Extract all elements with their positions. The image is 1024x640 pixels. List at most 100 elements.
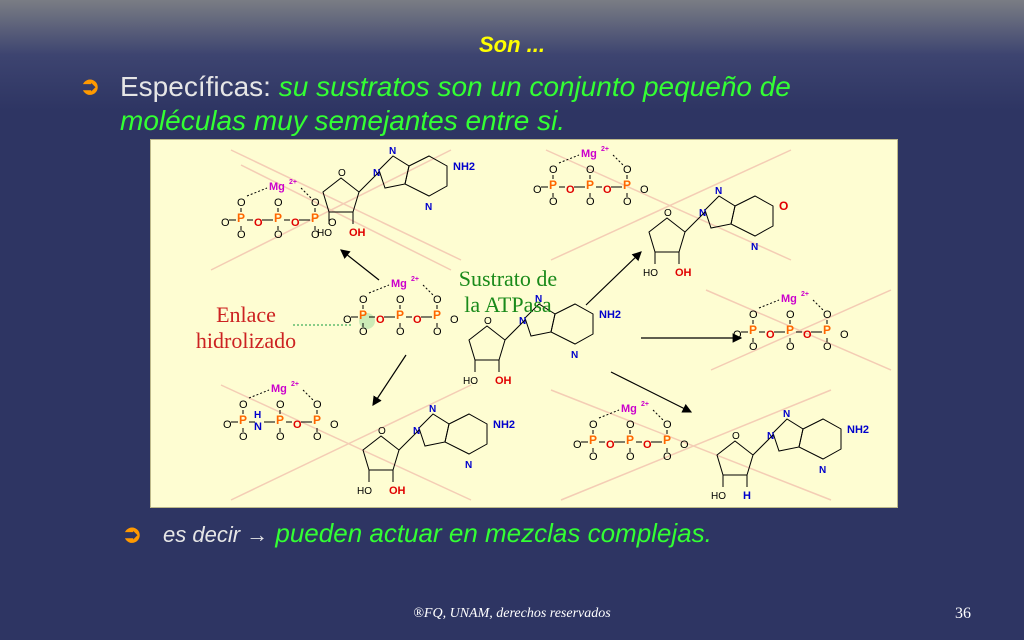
hydroxyl-oh: OH	[349, 227, 366, 239]
bridge-oxygen: O	[376, 314, 385, 326]
pyrimidine-ring	[730, 195, 774, 237]
nitrogen-atom: N	[429, 404, 436, 415]
carbonyl-o: O	[779, 199, 788, 213]
oxygen-atom: O	[626, 451, 635, 463]
phosphorus-atom: P	[237, 211, 245, 225]
nitrogen-atom: N	[571, 350, 578, 361]
oxygen-atom: O	[396, 294, 405, 306]
oxygen-atom: O	[749, 309, 758, 321]
oxygen-atom: O	[626, 419, 635, 431]
oxygen-atom: O	[221, 217, 230, 229]
pyrimidine-ring	[404, 155, 448, 197]
bridge-oxygen: O	[803, 329, 812, 341]
bullet-arrow-icon-2: ➲	[122, 521, 143, 548]
oxygen-atom: O	[274, 197, 283, 209]
bullet-es-decir: es decir → pueden actuar en mezclas comp…	[163, 518, 712, 549]
bond-line	[398, 429, 420, 451]
oxygen-atom: O	[450, 314, 459, 326]
oxygen-atom: O	[433, 294, 442, 306]
oxygen-atom: O	[313, 431, 322, 443]
pyrimidine-ring	[798, 418, 842, 460]
deoxy-h: H	[743, 490, 751, 502]
bond-line	[302, 389, 314, 401]
nitrogen-atom: N	[715, 186, 722, 197]
mg-label: Mg	[581, 148, 597, 160]
oxygen-atom: O	[640, 184, 649, 196]
imidazole-ring	[772, 418, 804, 452]
bond-line	[758, 299, 780, 309]
oxygen-atom: O	[786, 309, 795, 321]
slide-title: Son ...	[479, 32, 545, 57]
bridge-oxygen: O	[606, 439, 615, 451]
amino-group: NH2	[599, 309, 621, 321]
oxygen-atom: O	[223, 419, 232, 431]
phosphorus-atom: P	[589, 433, 597, 447]
hydroxyl-oh: OH	[495, 375, 512, 387]
nitrogen-atom: N	[425, 202, 432, 213]
phosphorus-atom: P	[311, 211, 319, 225]
nitrogen-atom: N	[751, 242, 758, 253]
ribose-ring	[648, 217, 686, 253]
phosphorus-atom: P	[359, 308, 367, 322]
bond-line	[248, 389, 270, 399]
phosphorus-atom: P	[276, 413, 284, 427]
center-label-line1: Sustrato de	[459, 266, 557, 291]
pyrimidine-ring	[550, 303, 594, 345]
mg-charge: 2+	[641, 401, 649, 408]
nitrogen-atom: N	[413, 426, 420, 437]
phosphorus-atom: P	[586, 178, 594, 192]
nitrogen-atom: N	[519, 316, 526, 327]
nitrogen-atom: N	[699, 208, 706, 219]
bond-label-line1: Enlace	[216, 302, 276, 327]
bond-line	[684, 211, 706, 233]
bond-line	[422, 284, 434, 296]
phosphorus-atom: P	[239, 413, 247, 427]
bond-line	[812, 299, 824, 311]
oxygen-atom: O	[549, 196, 558, 208]
mg-label: Mg	[621, 403, 637, 415]
bond-line	[612, 154, 624, 166]
nitrogen-atom: N	[819, 465, 826, 476]
amino-group: NH2	[847, 424, 869, 436]
mg-charge: 2+	[289, 179, 297, 186]
bond-line	[598, 409, 620, 419]
mg-charge: 2+	[291, 381, 299, 388]
mg-charge: 2+	[601, 146, 609, 153]
mg-charge: 2+	[801, 291, 809, 298]
bullet-specificas: Específicas: su sustratos son un conjunt…	[120, 70, 880, 138]
oxygen-atom: O	[311, 197, 320, 209]
hydroxyl-ho: HO	[711, 491, 726, 502]
ring-oxygen: O	[484, 316, 492, 327]
nitrogen-atom: N	[389, 146, 396, 157]
nitrogen-atom: N	[373, 168, 380, 179]
bridge-oxygen: O	[643, 439, 652, 451]
oxygen-atom: O	[663, 419, 672, 431]
bullet-arrow-icon: ➲	[80, 73, 101, 100]
bond-line	[652, 409, 664, 421]
bullet-lead: Específicas:	[120, 71, 271, 102]
ring-oxygen: O	[664, 208, 672, 219]
hydroxyl-oh: OH	[675, 267, 692, 279]
oxygen-atom: O	[274, 229, 283, 241]
mg-label: Mg	[269, 181, 285, 193]
imidazole-ring	[704, 195, 736, 229]
oxygen-atom: O	[663, 451, 672, 463]
ring-oxygen: O	[732, 431, 740, 442]
nitrogen-atom: N	[535, 294, 542, 305]
oxygen-atom: O	[276, 399, 285, 411]
ring-oxygen: O	[378, 426, 386, 437]
oxygen-atom: O	[311, 229, 320, 241]
imidazole-ring	[378, 155, 410, 189]
phosphorus-atom: P	[626, 433, 634, 447]
oxygen-atom: O	[823, 341, 832, 353]
nitrogen-atom: N	[767, 431, 774, 442]
bullet2-text: pueden actuar en mezclas complejas.	[275, 518, 712, 548]
oxygen-atom: O	[359, 294, 368, 306]
mg-label: Mg	[781, 293, 797, 305]
phosphorus-atom: P	[549, 178, 557, 192]
oxygen-atom: O	[237, 197, 246, 209]
oxygen-atom: O	[840, 329, 849, 341]
hydroxyl-ho: HO	[357, 486, 372, 497]
